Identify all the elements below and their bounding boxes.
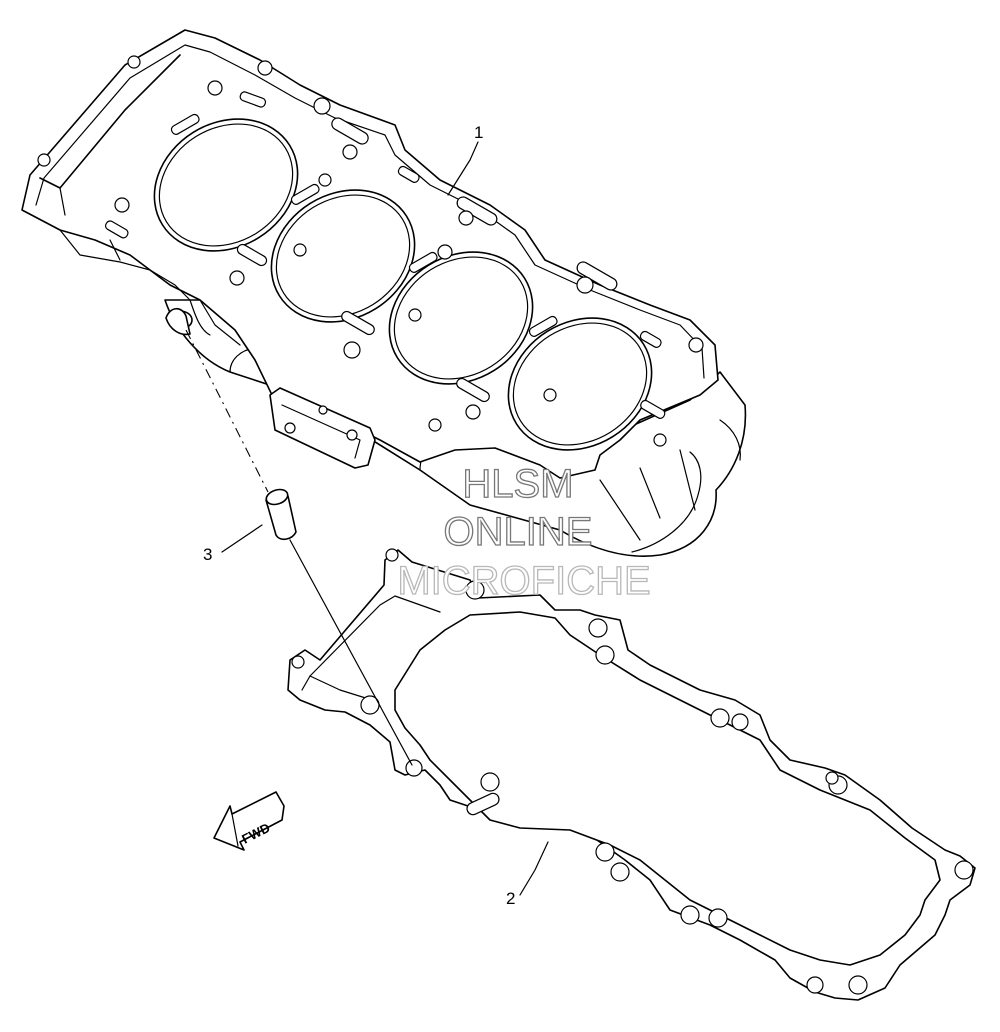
watermark-line-1: HLSM — [462, 462, 573, 506]
bore-1 — [153, 118, 299, 252]
watermark-line-3: MICROFICHE — [397, 559, 650, 603]
water-jacket-slots — [104, 91, 666, 419]
cylinder-block — [21, 29, 747, 557]
bore-4 — [507, 317, 653, 451]
mounting-boss — [269, 387, 376, 469]
watermark-line-2: ONLINE — [444, 510, 593, 554]
leader-line-3 — [221, 524, 263, 553]
dowel-pin — [265, 488, 297, 541]
gasket-bolt-holes — [291, 548, 974, 995]
gasket-bore-opening — [394, 611, 941, 966]
cylinder-gasket — [287, 548, 976, 1001]
callout-2: 2 — [506, 889, 515, 908]
alignment-line-upper — [185, 329, 269, 493]
alignment-line-lower — [289, 539, 413, 766]
leader-line-2 — [519, 841, 549, 896]
head-bolt-holes — [114, 60, 704, 447]
fwd-arrow-icon: FWD — [213, 791, 285, 851]
leader-line-1 — [447, 141, 479, 196]
callout-3: 3 — [203, 545, 212, 564]
bore-2 — [270, 189, 416, 323]
watermark: HLSM ONLINE MICROFICHE — [397, 461, 652, 603]
callout-1: 1 — [474, 123, 483, 142]
